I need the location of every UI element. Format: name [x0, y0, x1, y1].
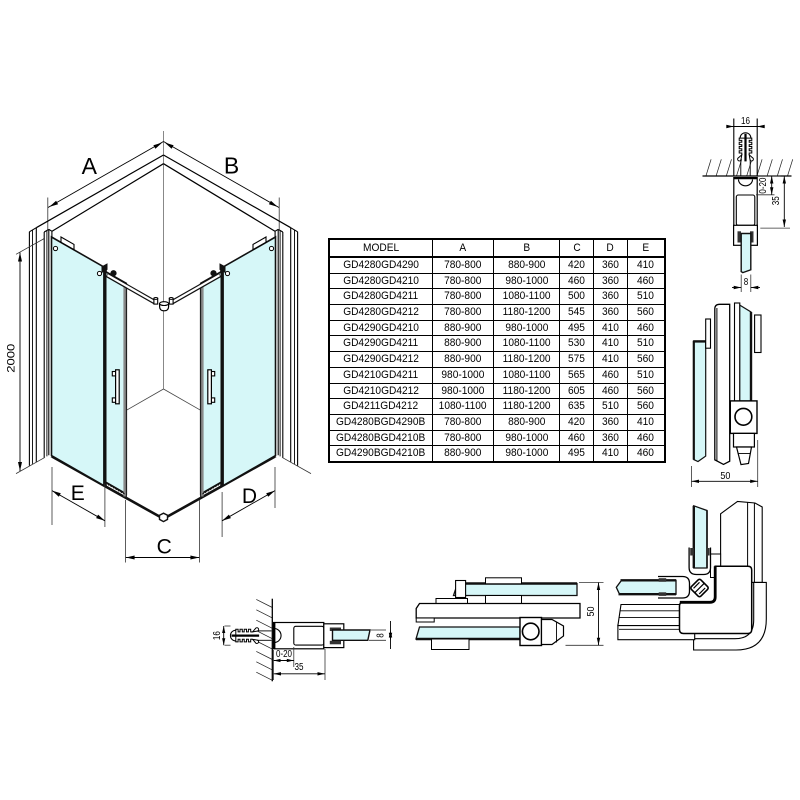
- svg-text:2000: 2000: [6, 344, 18, 373]
- svg-text:16: 16: [741, 116, 750, 127]
- svg-text:50: 50: [585, 606, 597, 616]
- svg-text:B: B: [224, 153, 239, 179]
- svg-text:8: 8: [376, 633, 387, 638]
- svg-text:0-20: 0-20: [758, 177, 769, 193]
- svg-text:16: 16: [212, 631, 223, 640]
- svg-text:E: E: [71, 482, 85, 505]
- svg-text:35: 35: [295, 662, 304, 673]
- svg-text:D: D: [242, 485, 257, 508]
- svg-text:C: C: [157, 536, 172, 559]
- svg-text:50: 50: [720, 470, 730, 482]
- svg-text:35: 35: [771, 196, 782, 205]
- svg-text:A: A: [82, 153, 98, 179]
- svg-text:8: 8: [744, 277, 749, 288]
- svg-text:0-20: 0-20: [276, 649, 292, 660]
